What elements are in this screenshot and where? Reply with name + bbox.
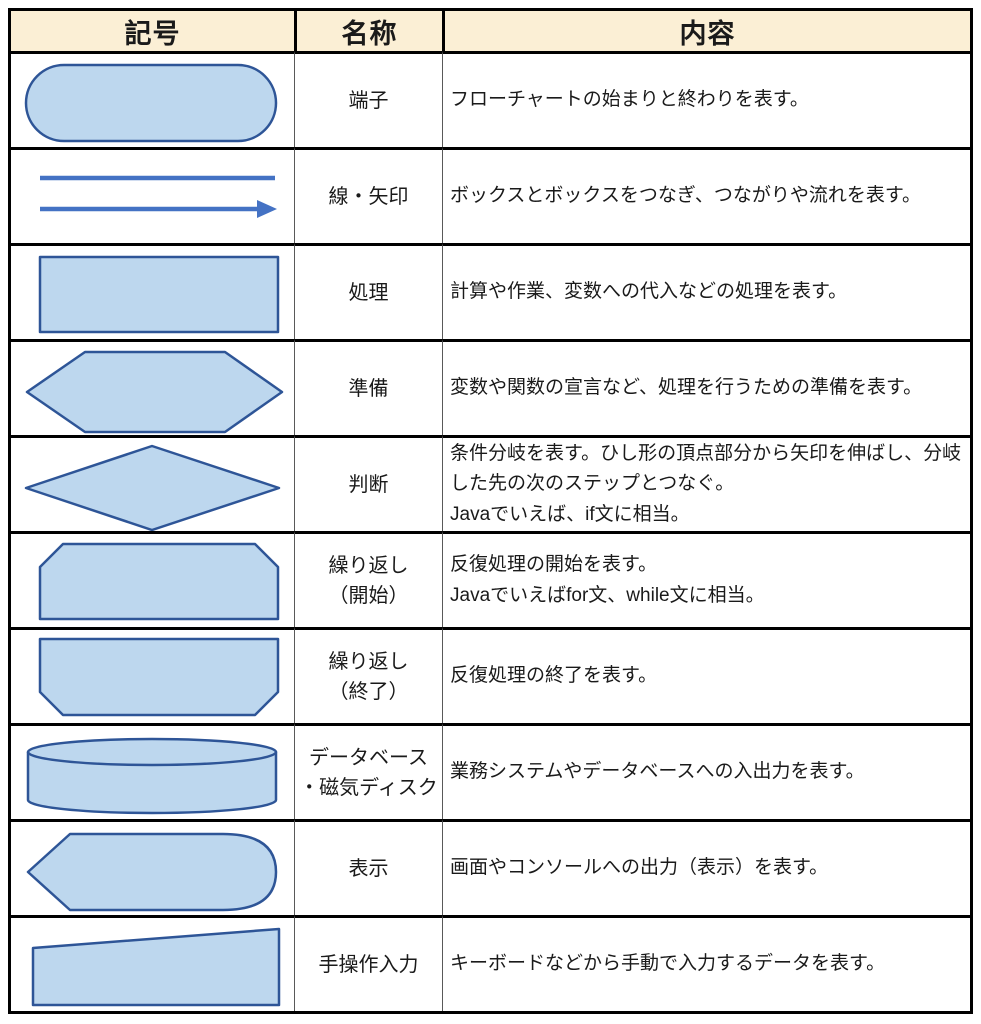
table-row-desc: ボックスとボックスをつなぎ、つながりや流れを表す。 — [442, 147, 970, 243]
table-row-name: データベース ・磁気ディスク — [294, 723, 442, 819]
table-row-name: 繰り返し （開始） — [294, 531, 442, 627]
table-row-desc: 変数や関数の宣言など、処理を行うための準備を表す。 — [442, 339, 970, 435]
display-shape — [26, 832, 278, 911]
table-row-symbol-cell — [11, 243, 294, 339]
manual-input-shape — [31, 927, 281, 1006]
table-row-desc: 業務システムやデータベースへの入出力を表す。 — [442, 723, 970, 819]
table-row-name: 繰り返し （終了） — [294, 627, 442, 723]
table-row-name: 準備 — [294, 339, 442, 435]
table-row-symbol-cell — [11, 723, 294, 819]
table-row-name: 線・矢印 — [294, 147, 442, 243]
database-shape — [26, 737, 278, 814]
table-row-symbol-cell — [11, 531, 294, 627]
loop-end-shape — [38, 637, 280, 716]
preparation-shape — [25, 350, 284, 433]
table-row-symbol-cell — [11, 435, 294, 531]
table-row-name: 端子 — [294, 51, 442, 147]
table-row-name: 処理 — [294, 243, 442, 339]
table-row-symbol-cell — [11, 627, 294, 723]
table-row-name: 表示 — [294, 819, 442, 915]
table-row-desc: 計算や作業、変数への代入などの処理を表す。 — [442, 243, 970, 339]
header-content: 内容 — [442, 11, 970, 51]
table-row-desc: フローチャートの始まりと終わりを表す。 — [442, 51, 970, 147]
header-name: 名称 — [294, 11, 442, 51]
table-row-desc: 条件分岐を表す。ひし形の頂点部分から矢印を伸ばし、分岐した先の次のステップとつな… — [442, 435, 970, 531]
table-row-name: 判断 — [294, 435, 442, 531]
table-row-desc: 画面やコンソールへの出力（表示）を表す。 — [442, 819, 970, 915]
table-row-name: 手操作入力 — [294, 915, 442, 1011]
table-row-symbol-cell — [11, 147, 294, 243]
table-row-symbol-cell — [11, 339, 294, 435]
loop-start-shape — [38, 542, 280, 620]
header-symbol: 記号 — [11, 11, 294, 51]
table-row-symbol-cell — [11, 51, 294, 147]
flowchart-symbol-table: 記号 名称 内容 端子 フローチャートの始まりと終わりを表す。 線・矢印 ボック… — [8, 8, 973, 1014]
table-row-desc: 反復処理の開始を表す。 Javaでいえばfor文、while文に相当。 — [442, 531, 970, 627]
process-shape — [38, 255, 280, 333]
decision-shape — [24, 444, 281, 531]
table-row-symbol-cell — [11, 915, 294, 1011]
table-row-desc: キーボードなどから手動で入力するデータを表す。 — [442, 915, 970, 1011]
table-row-symbol-cell — [11, 819, 294, 915]
line-arrow-shape — [40, 175, 277, 218]
terminal-shape — [24, 63, 278, 142]
table-row-desc: 反復処理の終了を表す。 — [442, 627, 970, 723]
